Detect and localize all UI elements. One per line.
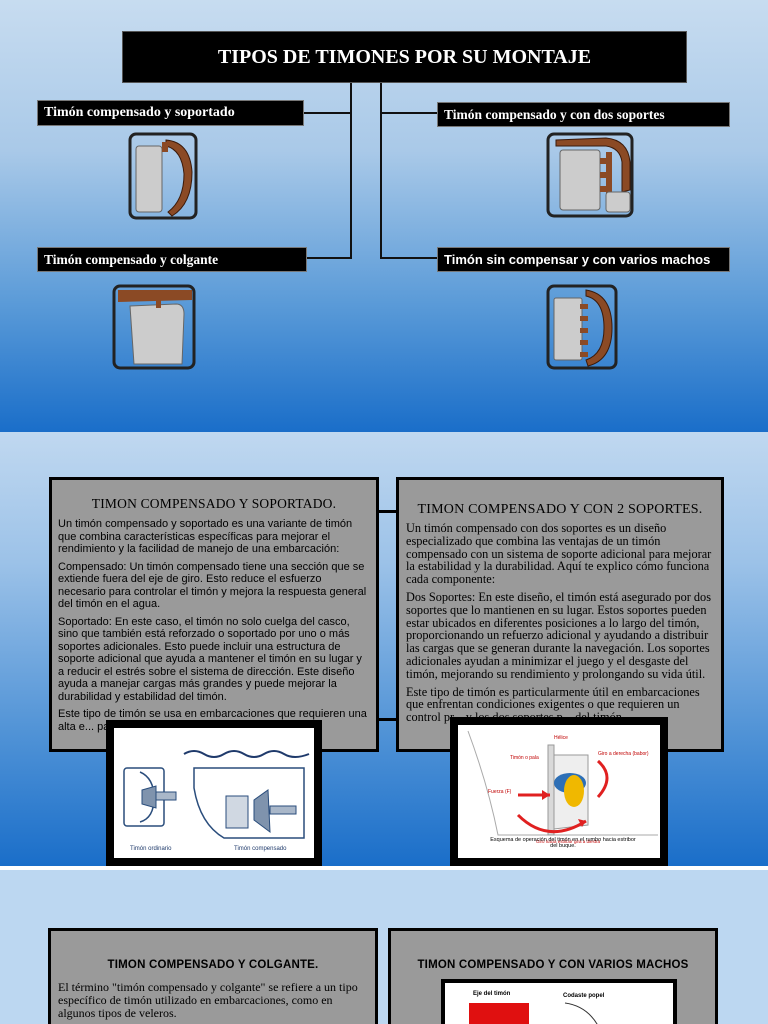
- rudder-diagram-varios-machos: [546, 284, 618, 370]
- card-body: Un timón compensado y soportado es una v…: [52, 518, 376, 733]
- page-title: TIPOS DE TIMONES POR SU MONTAJE: [122, 31, 687, 83]
- label-fuerza: Fuerza (F): [488, 789, 512, 795]
- caption-timon-compensado: Timón compensado: [234, 846, 287, 852]
- card-paragraph: Compensado: Un timón compensado tiene un…: [58, 560, 367, 611]
- card-compensado-soportado: TIMON COMPENSADO Y SOPORTADO. Un timón c…: [49, 477, 379, 752]
- card-compensado-colgante: TIMON COMPENSADO Y COLGANTE. El término …: [48, 928, 378, 1024]
- rudder-comparison-diagram: Timón ordinario Timón compensado: [123, 750, 310, 852]
- card-title: TIMON COMPENSADO Y COLGANTE.: [107, 959, 319, 971]
- slide-gap: [0, 866, 768, 870]
- label-compensado-colgante: Timón compensado y colgante: [37, 247, 307, 272]
- slide-rudder-types: TIPOS DE TIMONES POR SU MONTAJE Timón co…: [0, 0, 768, 432]
- label-timon-pala: Timón o pala: [510, 755, 539, 761]
- label-compensado-dos-soportes: Timón compensado y con dos soportes: [437, 102, 730, 127]
- card-title: TIMON COMPENSADO Y CON 2 SOPORTES.: [417, 502, 703, 517]
- card-paragraph: El término "timón compensado y colgante"…: [58, 980, 358, 1020]
- card-paragraph: Dos Soportes: En este diseño, el timón e…: [406, 589, 711, 681]
- label-compensado-soportado: Timón compensado y soportado: [37, 100, 304, 126]
- label-giro-izquierda: Giro hacia estribor gira a diestra: [536, 839, 601, 844]
- caption-timon-ordinario: Timón ordinario: [130, 846, 172, 852]
- card-title: TIMON COMPENSADO Y CON VARIOS MACHOS: [417, 959, 689, 971]
- card-paragraph: Un timón compensado y soportado es una v…: [58, 518, 353, 555]
- connector-line: [378, 510, 398, 513]
- image-esquema-operacion-timon: Hélice Timón o pala Giro a derecha (babo…: [450, 717, 668, 866]
- label-giro-derecha: Giro a derecha (babor): [598, 751, 649, 757]
- card-body: Un timón compensado con dos soportes es …: [399, 522, 721, 724]
- connector-line: [350, 81, 352, 257]
- card-paragraph: Un timón compensado con dos soportes es …: [406, 521, 712, 587]
- card-compensado-dos-soportes: TIMON COMPENSADO Y CON 2 SOPORTES. Un ti…: [396, 477, 724, 752]
- rudder-diagram-dos-soportes: [546, 132, 634, 218]
- label-eje-timon: Eje del timón: [473, 991, 511, 997]
- connector-line: [303, 112, 350, 114]
- connector-line: [380, 257, 438, 259]
- image-timon-ordinario-compensado: Timón ordinario Timón compensado: [106, 720, 322, 866]
- card-body: El término "timón compensado y colgante"…: [51, 980, 375, 1020]
- image-varios-machos: Eje del timón Codaste popel: [441, 979, 677, 1024]
- rudder-operation-diagram: Hélice Timón o pala Giro a derecha (babo…: [467, 730, 658, 844]
- slide-colgante-varios-machos: TIMON COMPENSADO Y COLGANTE. El término …: [0, 870, 768, 1024]
- label-sin-compensar-varios-machos: Timón sin compensar y con varios machos: [437, 247, 730, 272]
- connector-line: [306, 257, 352, 259]
- label-codaste-popel: Codaste popel: [563, 993, 605, 999]
- slide-compensado-soportes: TIMON COMPENSADO Y SOPORTADO. Un timón c…: [0, 432, 768, 866]
- rudder-diagram-compensado-soportado: [128, 132, 198, 220]
- label-helice: Hélice: [554, 735, 568, 741]
- connector-line: [378, 718, 398, 721]
- image-caption: Esquema de operación del timón en el rum…: [490, 837, 636, 849]
- connector-line: [380, 81, 382, 257]
- machos-diagram: Eje del timón Codaste popel: [469, 991, 605, 1024]
- card-paragraph: Soportado: En este caso, el timón no sol…: [58, 615, 362, 703]
- card-compensado-varios-machos: TIMON COMPENSADO Y CON VARIOS MACHOS Eje…: [388, 928, 718, 1024]
- rudder-diagram-colgante: [112, 284, 196, 370]
- card-title: TIMON COMPENSADO Y SOPORTADO.: [91, 496, 337, 511]
- connector-line: [380, 112, 438, 114]
